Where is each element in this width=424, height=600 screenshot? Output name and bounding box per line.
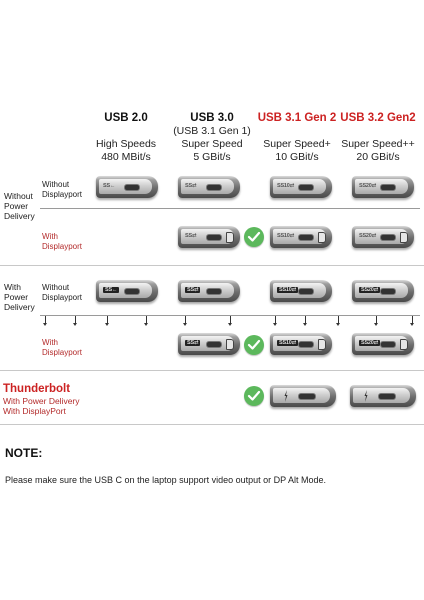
column-title-usb31gen2: USB 3.1 Gen 2 (257, 112, 337, 124)
row-label-power: With Power Delivery (4, 282, 35, 312)
usb32-icon: SS20⇄ (359, 183, 377, 189)
usb31-icon: SS10⇄ (277, 233, 295, 239)
power-arrow-icon (273, 316, 277, 326)
usb2-device: SS← (96, 176, 158, 198)
divider (40, 315, 420, 316)
usb32-icon: SS20⇄ (359, 233, 377, 239)
column-sub-usb31gen2-1: Super Speed+ (263, 138, 331, 150)
thunderbolt-icon (284, 390, 288, 402)
note-text: Please make sure the USB C on the laptop… (5, 475, 327, 485)
power-arrow-icon (374, 316, 378, 326)
column-title-usb32gen2: USB 3.2 Gen2 (340, 112, 416, 124)
thunderbolt-device (270, 385, 336, 407)
usb3-icon: SS⇄ (185, 183, 197, 189)
power-arrow-icon (336, 316, 340, 326)
usb31-dp-device: SS10⇄ (270, 226, 332, 248)
power-arrow-icon (410, 316, 414, 326)
column-sub-usb31gen2-2: 10 GBit/s (275, 151, 319, 163)
note-title: NOTE: (5, 446, 43, 460)
thunderbolt-line1: With Power Delivery (3, 396, 80, 406)
column-sub-usb30-3: 5 GBit/s (193, 151, 231, 163)
sublabel-power-with-dp: With Displayport (42, 338, 83, 357)
column-title-usb30: USB 3.0 (190, 112, 234, 124)
usb3-icon: SS⇄ (185, 340, 201, 346)
displayport-icon (226, 339, 234, 350)
divider (0, 370, 424, 371)
usb31-pd-dp-device: SS10⇄ (270, 333, 332, 355)
usb31-pd-device: SS10⇄ (270, 280, 332, 302)
usb32-pd-device: SS20⇄ (352, 280, 414, 302)
column-sub-usb2-1: High Speeds (95, 138, 157, 150)
usb3-pd-dp-device: SS⇄ (178, 333, 240, 355)
divider (0, 265, 424, 266)
check-icon (244, 386, 264, 406)
usb31-icon: SS10⇄ (277, 183, 295, 189)
usb32-icon: SS20⇄ (359, 287, 381, 293)
power-arrow-icon (43, 316, 47, 326)
thunderbolt-line2: With DisplayPort (3, 406, 66, 416)
usb32-icon: SS20⇄ (359, 340, 381, 346)
sublabel-no-power-without-dp: Without Displayport (42, 180, 83, 199)
thunderbolt-device (350, 385, 416, 407)
power-arrow-icon (73, 316, 77, 326)
power-arrow-icon (105, 316, 109, 326)
usb32-dp-device: SS20⇄ (352, 226, 414, 248)
usb2-icon: SS← (103, 183, 116, 189)
thunderbolt-icon (364, 390, 368, 402)
usb3-icon: SS⇄ (185, 233, 197, 239)
usb32-pd-dp-device: SS20⇄ (352, 333, 414, 355)
thunderbolt-title: Thunderbolt (3, 383, 71, 395)
usb31-device: SS10⇄ (270, 176, 332, 198)
displayport-icon (318, 339, 326, 350)
divider (0, 424, 424, 425)
displayport-icon (400, 232, 408, 243)
power-arrow-icon (303, 316, 307, 326)
usb31-icon: SS10⇄ (277, 287, 299, 293)
displayport-icon (400, 339, 408, 350)
usb2-pd-device: SS← (96, 280, 158, 302)
usb31-icon: SS10⇄ (277, 340, 299, 346)
displayport-icon (226, 232, 234, 243)
usb3-dp-device: SS⇄ (178, 226, 240, 248)
power-arrow-icon (228, 316, 232, 326)
check-icon (244, 227, 264, 247)
column-sub-usb32gen2-1: Super Speed++ (341, 138, 415, 150)
usb3-device: SS⇄ (178, 176, 240, 198)
column-sub-usb30-2: Super Speed (181, 138, 243, 150)
power-arrow-icon (144, 316, 148, 326)
row-label-no-power: Without Power Delivery (4, 191, 35, 221)
column-sub-usb2-2: 480 MBit/s (101, 151, 151, 163)
column-sub-usb30-1: (USB 3.1 Gen 1) (173, 125, 251, 137)
divider (40, 208, 420, 209)
usb3-pd-device: SS⇄ (178, 280, 240, 302)
check-icon (244, 335, 264, 355)
usb2-icon: SS← (103, 287, 120, 293)
usb32-device: SS20⇄ (352, 176, 414, 198)
sublabel-no-power-with-dp: With Displayport (42, 232, 83, 251)
usb3-icon: SS⇄ (185, 287, 201, 293)
column-sub-usb32gen2-2: 20 GBit/s (356, 151, 400, 163)
column-title-usb2: USB 2.0 (104, 112, 148, 124)
power-arrow-icon (183, 316, 187, 326)
displayport-icon (318, 232, 326, 243)
sublabel-power-without-dp: Without Displayport (42, 283, 83, 302)
